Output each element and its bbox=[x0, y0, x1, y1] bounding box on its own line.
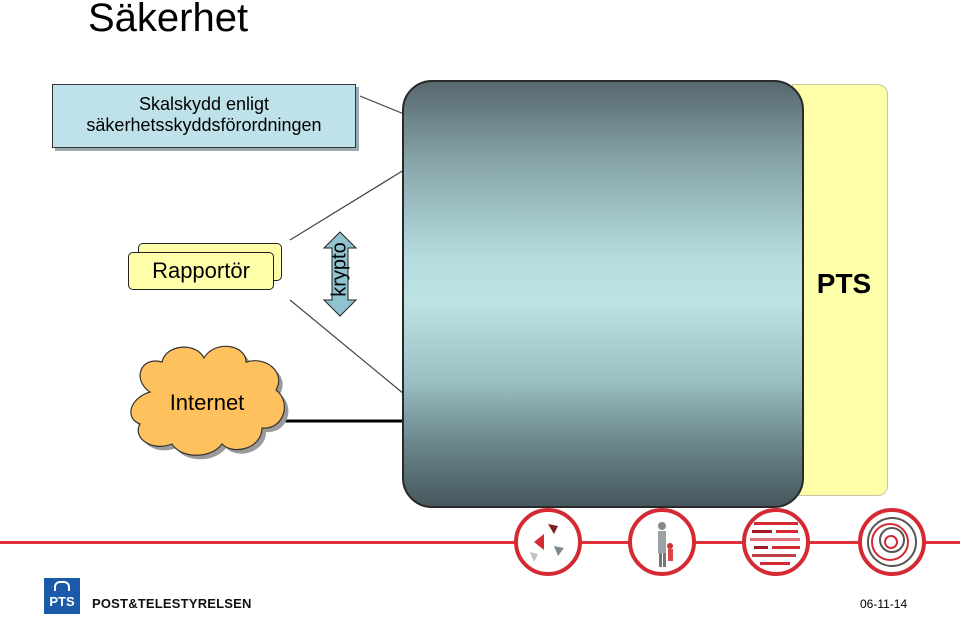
brand-name: POST&TELESTYRELSEN bbox=[92, 596, 252, 611]
people-icon bbox=[628, 508, 696, 576]
rapportor-box: Rapportör bbox=[128, 252, 274, 290]
krypto-arrow-icon bbox=[322, 231, 358, 317]
date-label: 06-11-14 bbox=[860, 597, 908, 611]
footer-red-line bbox=[0, 541, 960, 544]
core-system-box bbox=[402, 80, 804, 508]
spiral-icon bbox=[858, 508, 926, 576]
connector-skalskydd bbox=[359, 95, 405, 115]
pts-label: PTS bbox=[816, 268, 872, 299]
connector-rapportor-lower bbox=[289, 299, 405, 395]
page-title: Säkerhet bbox=[88, 0, 249, 40]
pts-panel bbox=[792, 84, 888, 496]
connector-rapportor-upper bbox=[289, 169, 405, 241]
pts-logo: PTS bbox=[44, 578, 80, 614]
crown-icon bbox=[54, 581, 70, 591]
internet-cloud-icon bbox=[130, 345, 289, 460]
arrows-icon bbox=[514, 508, 582, 576]
krypto-label: krypto bbox=[328, 242, 351, 297]
code-grid-icon bbox=[742, 508, 810, 576]
skalskydd-line2: säkerhetsskyddsförordningen bbox=[86, 115, 322, 135]
skalskydd-line1: Skalskydd enligt bbox=[138, 94, 270, 114]
skalskydd-box: Skalskydd enligt säkerhetsskyddsförordni… bbox=[52, 84, 356, 148]
pts-logo-text: PTS bbox=[49, 594, 75, 609]
internet-label: Internet bbox=[169, 390, 245, 415]
